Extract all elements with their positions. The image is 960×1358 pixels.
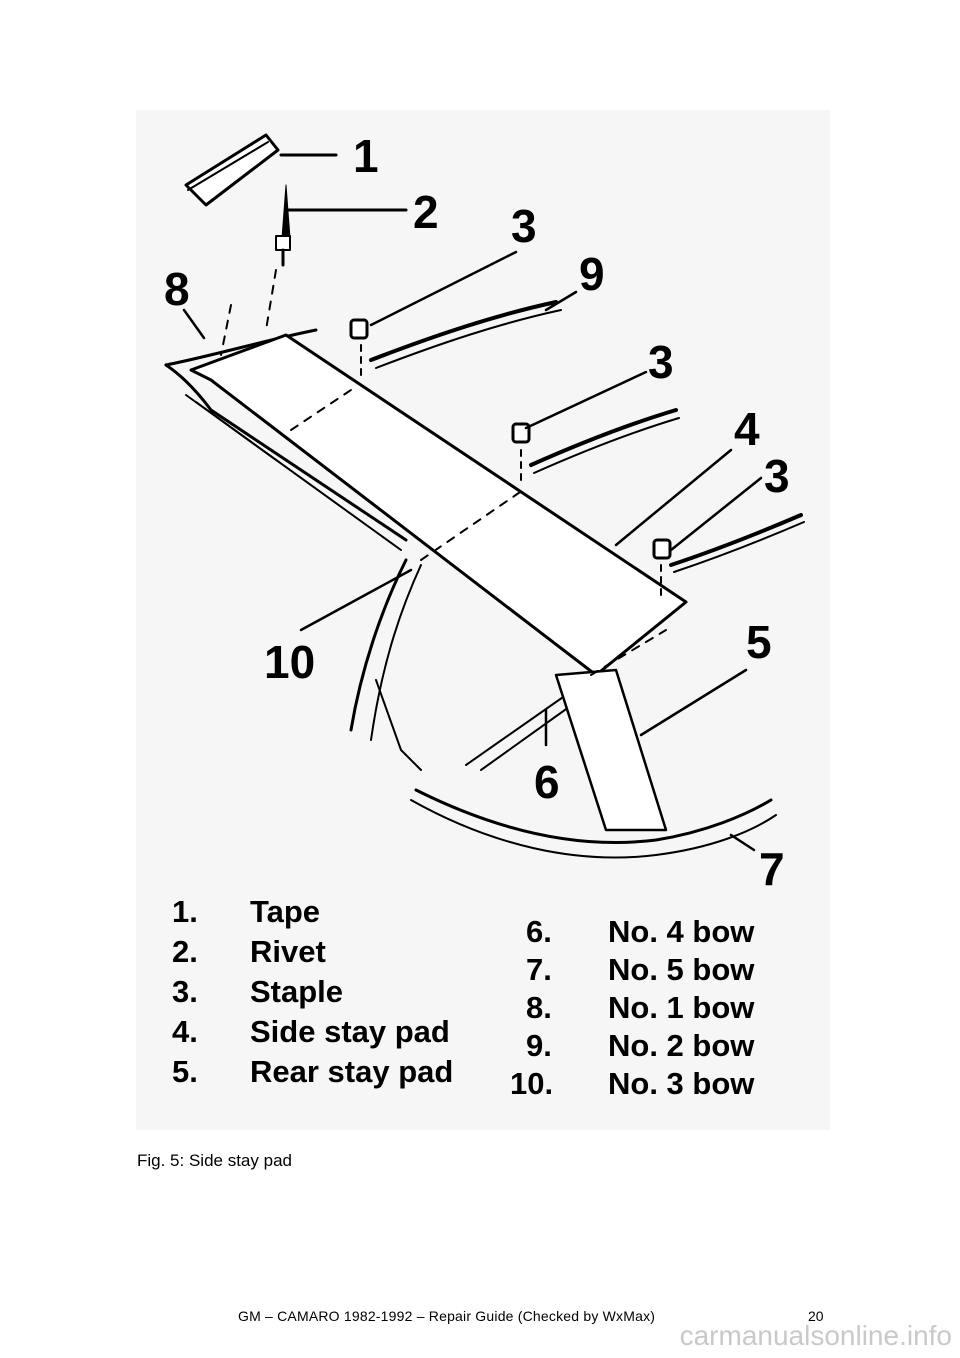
legend-label: Tape [250,894,320,929]
callout-9: 9 [579,248,605,300]
callout-3-middle: 3 [648,336,674,388]
legend-label: No. 2 bow [608,1028,755,1063]
legend-num: 10. [510,1066,553,1101]
page-number: 20 [808,1308,824,1324]
callout-1: 1 [353,130,379,182]
page-footer: GM – CAMARO 1982-1992 – Repair Guide (Ch… [238,1308,656,1324]
callout-7: 7 [759,843,785,895]
legend-label: Rivet [250,934,326,969]
legend-left: 1. Tape 2. Rivet 3. Staple 4. Side stay … [172,894,453,1089]
callout-numbers: 1 2 3 9 8 3 4 3 10 5 6 7 [164,130,790,895]
callout-3-lower: 3 [764,450,790,502]
watermark: carmanualsonline.info [679,1320,952,1351]
legend-num: 8. [526,990,552,1025]
legend-label: No. 3 bow [608,1066,755,1101]
callout-3-top: 3 [511,200,537,252]
legend-num: 2. [172,934,198,969]
legend-num: 3. [172,974,198,1009]
legend-label: No. 4 bow [608,914,755,949]
legend-num: 5. [172,1054,198,1089]
figure-side-stay-pad: 1 2 3 9 8 3 4 3 10 5 6 7 1. Tape 2. Rive… [136,110,830,1130]
legend-num: 1. [172,894,198,929]
legend-label: Staple [250,974,343,1009]
legend-label: Rear stay pad [250,1054,453,1089]
legend-num: 9. [526,1028,552,1063]
legend-num: 4. [172,1014,198,1049]
callout-6: 6 [534,756,560,808]
callout-10: 10 [264,636,315,688]
line-art [164,133,805,859]
figure-background [136,110,830,1130]
callout-8: 8 [164,263,190,315]
legend-num: 6. [526,914,552,949]
figure-caption: Fig. 5: Side stay pad [137,1151,292,1170]
callout-4: 4 [734,403,760,455]
legend-label: No. 1 bow [608,990,755,1025]
callout-2: 2 [413,186,439,238]
legend-label: No. 5 bow [608,952,755,987]
callout-5: 5 [746,616,772,668]
legend-num: 7. [526,952,552,987]
legend-right: 6. No. 4 bow 7. No. 5 bow 8. No. 1 bow 9… [510,914,755,1101]
legend-label: Side stay pad [250,1014,450,1049]
